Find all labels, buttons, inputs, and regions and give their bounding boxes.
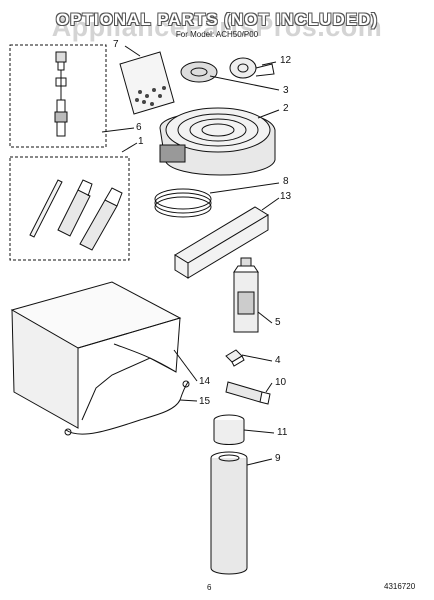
- callout-10: 10: [275, 377, 287, 388]
- callout-13: 13: [280, 191, 292, 202]
- group-box-6: [9, 44, 107, 148]
- document-number: 4316720: [384, 582, 416, 591]
- callout-14: 14: [199, 376, 211, 387]
- callout-5: 5: [275, 317, 281, 328]
- part-9-filter-cylinder: [210, 451, 248, 575]
- group-box-1: [9, 156, 130, 261]
- part-13-foam-bar: [174, 206, 269, 279]
- part-6-fitting: [54, 51, 68, 137]
- part-3-foam-coil: [180, 61, 218, 83]
- part-5-bottle: [233, 257, 259, 333]
- part-14-cover: [10, 281, 182, 429]
- part-11-sleeve: [213, 414, 245, 445]
- part-12-tape-roll: [229, 57, 275, 79]
- part-2-foam-roll: [159, 107, 276, 176]
- watermark: AppliancePartsPros.com: [51, 12, 383, 42]
- callout-6: 6: [136, 122, 142, 133]
- page-number: 6: [207, 583, 212, 592]
- part-1-tubes: [29, 179, 123, 251]
- callout-15: 15: [199, 396, 211, 407]
- diagram-subtitle: For Model: ACH50/P00: [175, 30, 259, 39]
- callout-3: 3: [283, 85, 289, 96]
- part-10-tube: [225, 381, 271, 405]
- callout-7: 7: [113, 39, 119, 50]
- callout-2: 2: [283, 103, 289, 114]
- diagram-title: OPTIONAL PARTS (NOT INCLUDED): [55, 10, 379, 29]
- part-8-clamp-ring: [154, 188, 212, 218]
- callout-8: 8: [283, 176, 289, 187]
- part-15-cord: [64, 380, 190, 436]
- callout-4: 4: [275, 355, 281, 366]
- callout-1: 1: [138, 136, 144, 147]
- part-4-cap: [225, 349, 245, 367]
- part-7-screw-bag: [119, 51, 175, 115]
- callout-12: 12: [280, 55, 292, 66]
- callout-11: 11: [277, 427, 288, 438]
- callout-9: 9: [275, 453, 281, 464]
